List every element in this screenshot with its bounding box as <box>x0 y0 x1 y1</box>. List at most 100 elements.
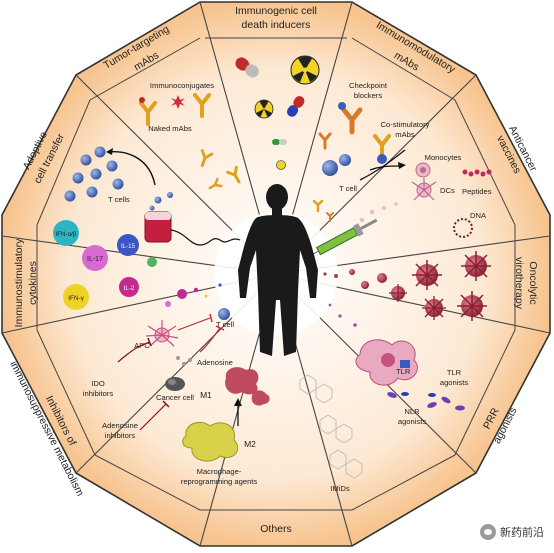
radiation-icon-small <box>254 99 274 119</box>
starburst-icon <box>171 95 185 109</box>
cytokine-ifn-g <box>63 284 89 310</box>
label-adenosine: Adenosine <box>197 358 233 367</box>
label-adenosine-inhib-1: Adenosine <box>102 421 138 430</box>
label-immunoconjugates: Immunoconjugates <box>150 81 214 90</box>
label-tlr-agonists-1: TLR <box>447 368 462 377</box>
radiation-icon-tiny <box>276 160 286 170</box>
label-il15: IL-15 <box>121 243 136 250</box>
arrowhead <box>398 162 406 169</box>
label-dcs: DCs <box>440 186 455 195</box>
label-ido-1: IDO <box>91 379 105 388</box>
syringe-icon <box>305 218 378 259</box>
label-t-cells: T cells <box>108 195 130 204</box>
antibody-icon <box>208 177 223 190</box>
vaccine-dots <box>359 202 398 223</box>
antibody-icon <box>193 93 211 118</box>
inhibit-line <box>199 327 221 353</box>
cytokine-il17 <box>82 245 108 271</box>
label-monocytes: Monocytes <box>425 153 462 162</box>
blood-bag-icon <box>144 211 241 246</box>
label-adenosine-inhib-2: inhibitors <box>105 431 136 440</box>
arrow-t-cells <box>107 151 156 186</box>
arrowhead <box>234 398 242 406</box>
inhibit-line <box>177 317 211 331</box>
label-macrophage-2: reprogramming agents <box>181 477 258 486</box>
t-cell-cluster <box>64 146 124 202</box>
seg-oncolytic-line1: Oncolytic <box>527 261 539 304</box>
antibody-icon <box>226 165 241 184</box>
seg-cytokines-line1: Immunostimulatory <box>13 238 25 327</box>
cytokine-ifn-ab <box>53 220 79 246</box>
seg-immunogenic-line2: death inducers <box>242 19 311 31</box>
seg-cytokines-line2: cytokines <box>27 261 39 305</box>
seg-immunogenic-line1: Immunogenic cell <box>235 5 317 17</box>
antibody-small-icons <box>312 132 334 222</box>
label-peptides: Peptides <box>462 187 492 196</box>
dna-plasmid-icon <box>453 218 473 238</box>
pill-icon-green <box>272 139 287 145</box>
cytokine-dots <box>147 257 222 307</box>
arrowhead <box>106 148 113 155</box>
label-naked-mabs: Naked mAbs <box>148 124 192 133</box>
label-tlr-agonists-2: agonists <box>440 378 468 387</box>
cancer-cell-icon <box>165 377 185 391</box>
antibody-checkpoint-icon <box>338 102 363 135</box>
label-co-stim-1: Co-stimulatory <box>381 120 430 129</box>
t-cell-icon <box>322 154 351 176</box>
label-checkpoint-2: blockers <box>354 91 382 100</box>
label-il17: IL-17 <box>87 256 103 263</box>
t-cell-scatter <box>149 192 173 211</box>
radiation-icon <box>290 55 320 85</box>
immune-cell-prr-icon <box>355 339 418 386</box>
label-ifn-g: IFN-γ <box>68 295 84 302</box>
arrow-vaccine <box>369 165 401 171</box>
label-imids: IMiDs <box>330 484 350 493</box>
seg-oncolytic-line2: virotherapy <box>513 257 525 310</box>
pill-icon-blue <box>286 96 305 117</box>
prr-agonist-pills <box>387 392 465 411</box>
label-m2: M2 <box>244 439 256 449</box>
antibody-costim-icon <box>373 134 391 164</box>
label-checkpoint-1: Checkpoint <box>349 81 388 90</box>
apc-icon <box>145 320 179 347</box>
arrow-immunomod <box>359 149 406 181</box>
antibody-icon <box>139 97 157 126</box>
label-cancer-cell: Cancer cell <box>156 393 194 402</box>
label-ifn-ab: IFN-α/β <box>56 231 77 238</box>
macrophage-m2-icon <box>182 421 239 462</box>
peptide-icon <box>462 169 492 177</box>
antibody-icon <box>200 149 214 168</box>
virus-particles <box>323 251 491 321</box>
imid-molecule-icon <box>299 374 363 479</box>
label-co-stim-2: mAbs <box>395 130 415 139</box>
label-t-cell-small: T cell <box>216 320 234 329</box>
monocyte-icon <box>415 162 431 178</box>
human-silhouette <box>238 184 318 356</box>
header-band <box>36 37 516 511</box>
pill-icon-red-grey <box>235 57 259 78</box>
seg-others: Others <box>260 523 292 535</box>
watermark-text: 新药前沿 <box>500 526 544 539</box>
adenosine-dots <box>176 356 192 366</box>
label-t-cell: T cell <box>339 184 357 193</box>
label-macrophage-1: Macrophage- <box>197 467 242 476</box>
dendritic-cell-icon <box>411 178 437 201</box>
t-cell-small-icon <box>218 308 230 320</box>
label-dna: DNA <box>470 211 487 220</box>
prr-dots <box>328 303 357 327</box>
label-ido-2: inhibitors <box>83 389 114 398</box>
cytokine-il2 <box>119 277 139 297</box>
watermark: 新药前沿 <box>480 524 544 540</box>
inhibit-ido <box>117 341 151 363</box>
wechat-logo-icon <box>480 524 496 540</box>
label-tlr: TLR <box>396 367 411 376</box>
label-il2: IL-2 <box>124 285 135 292</box>
cytokine-il15 <box>117 234 139 256</box>
label-nlr-agonists-1: NLR <box>404 407 420 416</box>
macrophage-m1-icon <box>225 367 270 406</box>
label-nlr-agonists-2: agonists <box>398 417 426 426</box>
label-m1: M1 <box>200 390 212 400</box>
inhibit-adenosine <box>139 403 167 431</box>
